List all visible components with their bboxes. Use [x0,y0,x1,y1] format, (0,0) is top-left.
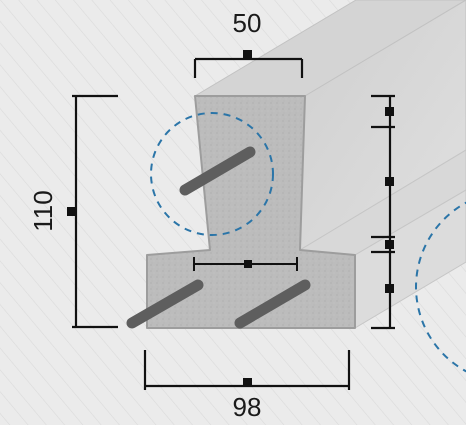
flange-inner-dimension [193,257,298,271]
top-width-dimension [193,50,304,78]
detail-circle-top [150,112,274,236]
top-width-label: 50 [233,8,262,38]
detail-circle-right [415,201,466,373]
height-label: 110 [28,190,58,231]
right-stacked-dimension [371,94,395,330]
beam-extrusion [193,0,466,329]
height-dimension [67,94,118,329]
rebar-icon [126,279,204,329]
bottom-width-label: 98 [233,392,262,422]
rebar-icon [179,146,256,196]
bottom-width-dimension [143,350,351,390]
rebar-icon [234,279,311,329]
rebar-bars [126,146,311,329]
beam-cross-section [146,95,356,329]
